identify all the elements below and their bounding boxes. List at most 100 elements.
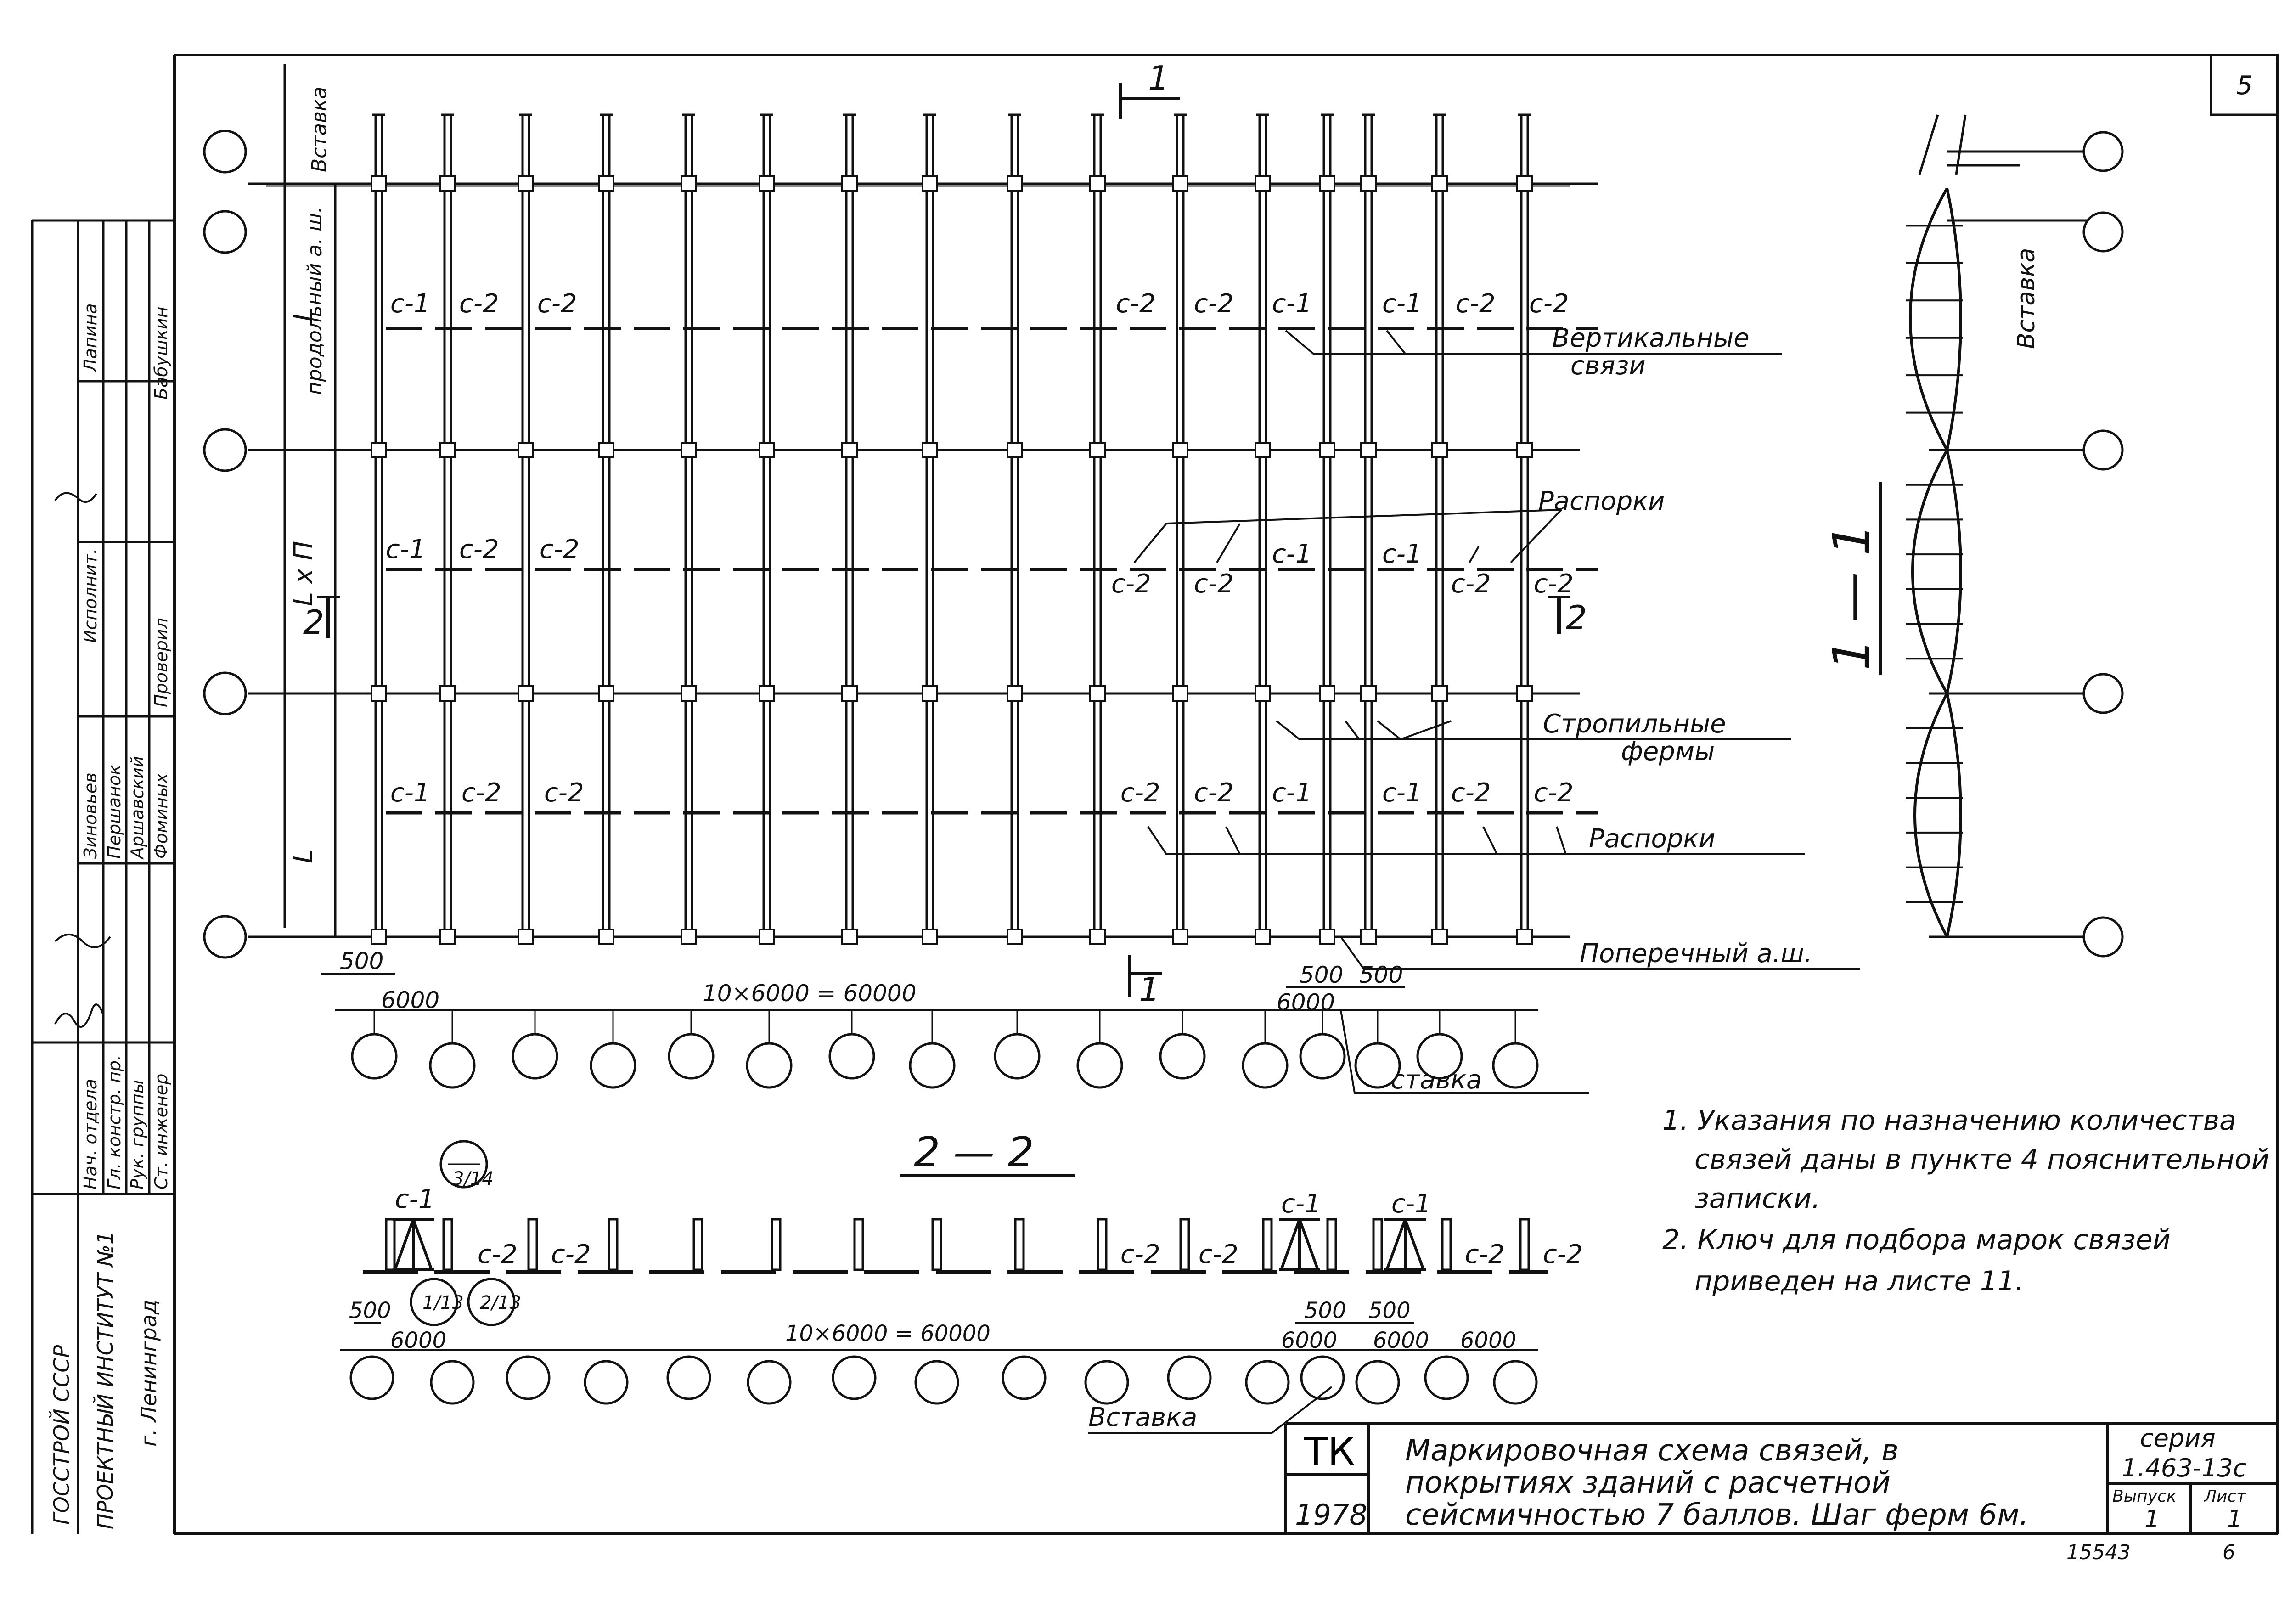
roof-truss	[759, 113, 775, 945]
stamp-role-4: Ст. инженер	[151, 1074, 171, 1189]
truss-post	[442, 1218, 453, 1271]
label-struts-top: Распорки	[1538, 486, 1665, 516]
section-bubble	[584, 1360, 629, 1405]
callout-1-13-text: 1/13	[422, 1292, 464, 1313]
brace-label-r2-7: с-1	[1382, 539, 1422, 569]
stamp-org-line2: ПРОЕКТНЫЙ ИНСТИТУТ №1	[93, 1231, 118, 1529]
stamp-right-name-1: Лапина	[80, 303, 101, 373]
truss-post	[608, 1218, 619, 1271]
truss-support	[922, 929, 938, 945]
roof-truss	[1360, 113, 1377, 945]
truss-support	[1089, 175, 1106, 192]
sec22-label-right-4: с-1	[1391, 1189, 1431, 1219]
truss-support	[439, 442, 456, 458]
truss-post	[1179, 1218, 1190, 1271]
plan-row-label-1: L	[289, 307, 319, 321]
truss-support	[1431, 685, 1448, 702]
stamp-org-line3: г. Ленинград	[136, 1300, 161, 1447]
brace-label-r1-1: с-1	[390, 289, 430, 319]
truss-post	[1326, 1218, 1337, 1271]
section-cut-2-right-label: 2	[1566, 598, 1587, 637]
note-line-5: приведен на листе 11.	[1694, 1265, 2024, 1297]
truss-support	[1172, 685, 1188, 702]
brace-label-r1-4: с-2	[1116, 289, 1156, 319]
roof-truss	[681, 113, 697, 945]
section-bubble	[914, 1360, 959, 1405]
truss-support	[922, 442, 938, 458]
vertical-brace-frame	[1384, 1218, 1426, 1271]
sec22-dim-500: 500	[349, 1298, 391, 1324]
roof-truss	[1431, 113, 1448, 945]
plan-column-bubbles	[351, 1010, 1539, 1089]
sec22-dim-500c: 500	[1368, 1298, 1411, 1324]
title-code: ТК	[1304, 1429, 1355, 1474]
callout-2-13-text: 2/13	[480, 1292, 521, 1313]
truss-support	[841, 685, 858, 702]
side-stamp: ГОССТРОЙ СССР ПРОЕКТНЫЙ ИНСТИТУТ №1 г. Л…	[31, 219, 174, 1534]
column-bubble	[909, 1042, 956, 1089]
truss-post	[1519, 1218, 1530, 1271]
note-line-4: 2. Ключ для подбора марок связей	[1662, 1224, 2171, 1256]
truss-support	[1516, 442, 1533, 458]
truss-post	[1097, 1218, 1108, 1271]
title-line-1: Маркировочная схема связей, в	[1405, 1434, 1899, 1468]
callout-1-13: 1/13	[410, 1278, 464, 1326]
roof-truss	[1007, 113, 1023, 945]
roof-truss	[922, 113, 938, 945]
truss-support	[681, 685, 697, 702]
sec22-label-right-2: с-2	[1199, 1239, 1238, 1269]
brace-label-r2-4: с-2	[1111, 569, 1151, 599]
truss-post	[771, 1218, 782, 1271]
stamp-name-1: Зиновьев	[80, 772, 101, 859]
truss-post	[1441, 1218, 1452, 1271]
brace-label-r3-4: с-2	[1120, 778, 1160, 808]
section-bubble	[832, 1355, 877, 1400]
column-bubble	[1242, 1042, 1289, 1089]
stamp-name-4: Фоминых	[151, 773, 171, 859]
truss-support	[439, 685, 456, 702]
column-bubble	[1159, 1033, 1206, 1080]
brace-label-r1-6: с-1	[1272, 289, 1312, 319]
truss-support	[1255, 929, 1271, 945]
brace-label-r1-7: с-1	[1382, 289, 1422, 319]
section-bubble	[1300, 1355, 1345, 1400]
brace-label-r3-5: с-2	[1194, 778, 1234, 808]
sec22-label-right-1: с-2	[1120, 1239, 1160, 1269]
truss-support	[759, 685, 775, 702]
callout-3-14: 3/14	[439, 1140, 494, 1189]
label-vertical-bracing-1: Вертикальные	[1552, 323, 1750, 353]
brace-label-r3-8: с-2	[1451, 778, 1491, 808]
truss-support	[518, 175, 534, 192]
sec22-insert: Вставка	[1088, 1403, 1197, 1432]
roof-truss	[1172, 113, 1188, 945]
column-bubble	[1299, 1033, 1346, 1080]
section-bubble	[1002, 1355, 1047, 1400]
brace-label-r2-1: с-1	[386, 535, 426, 564]
section-cut-1-top: 1	[1119, 59, 1180, 119]
truss-support	[598, 442, 614, 458]
column-bubble	[746, 1042, 793, 1089]
vertical-brace-frame	[1279, 1218, 1320, 1271]
section-2-2-posts	[385, 1218, 1530, 1271]
notes: 1. Указания по назначению количества свя…	[1662, 1104, 2269, 1297]
brace-label-r1-9: с-2	[1529, 289, 1569, 319]
brace-label-r2-2: с-2	[459, 535, 499, 564]
stamp-role-3: Рук. группы	[127, 1080, 147, 1189]
sheet-label: Лист	[2203, 1487, 2246, 1506]
truss-support	[598, 175, 614, 192]
truss-support	[1089, 929, 1106, 945]
title-block: ТК 1978 Маркировочная схема связей, в по…	[1284, 1422, 2278, 1534]
roof-truss	[371, 113, 387, 945]
brace-label-r3-6: с-1	[1272, 778, 1312, 808]
section-1-1-insert: Вставка	[2013, 248, 2040, 349]
roof-truss	[1089, 113, 1106, 945]
sec22-label-right-3: с-1	[1281, 1189, 1321, 1219]
truss-support	[1255, 685, 1271, 702]
truss-support	[1360, 442, 1377, 458]
truss-support	[518, 442, 534, 458]
section-bubble	[430, 1360, 475, 1405]
truss-support	[1431, 442, 1448, 458]
truss-support	[1516, 929, 1533, 945]
truss-support	[759, 175, 775, 192]
